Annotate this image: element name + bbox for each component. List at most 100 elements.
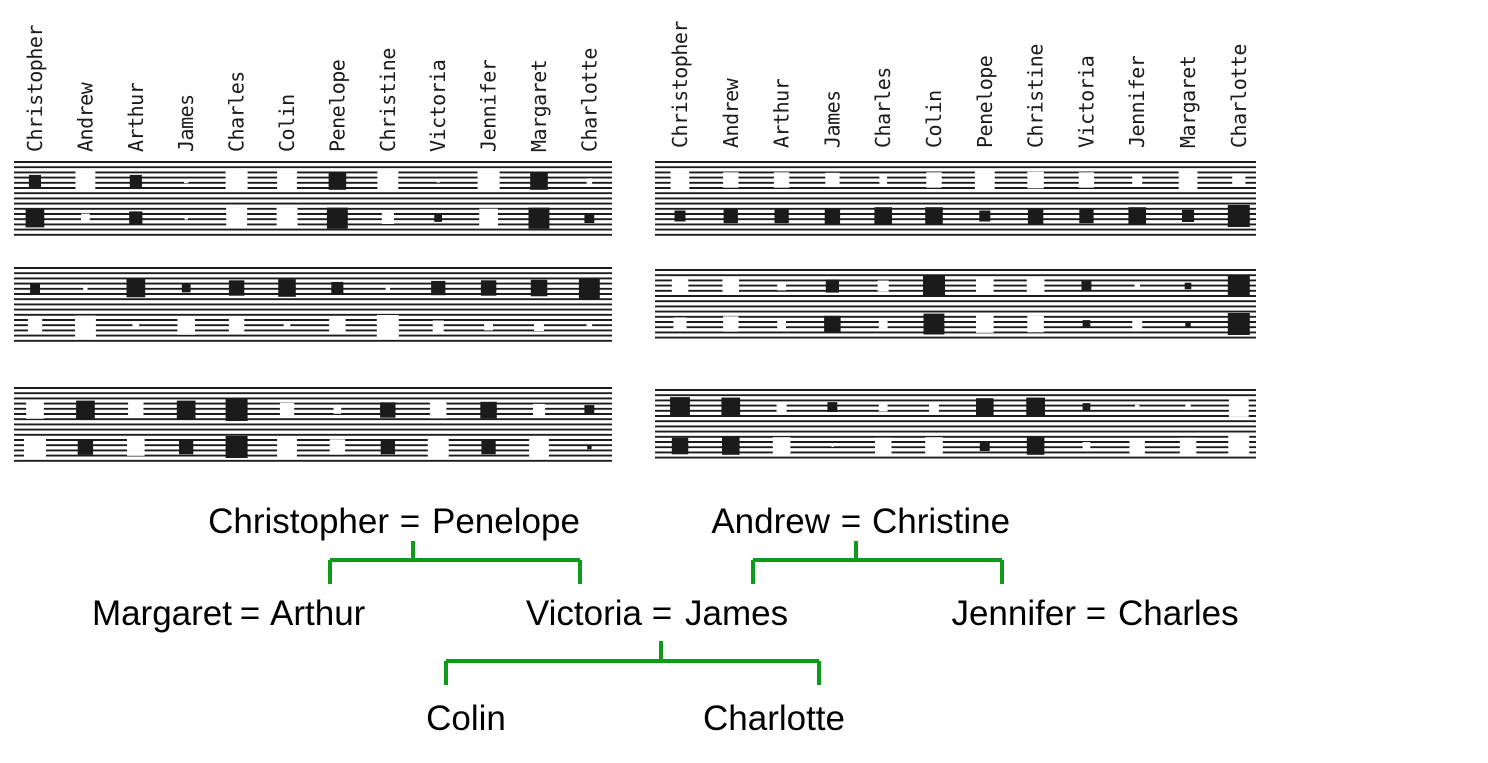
- unit-square-negative: [76, 400, 95, 420]
- unit-square-positive: [228, 318, 245, 334]
- unit-square-negative: [25, 208, 45, 228]
- unit-square-negative: [584, 213, 595, 223]
- unit-square-positive: [429, 401, 447, 419]
- unit-square-positive: [1178, 170, 1198, 190]
- unit-square-negative: [824, 208, 841, 224]
- unit-square-positive: [436, 179, 440, 183]
- unit-square-positive: [333, 406, 342, 414]
- column-label: Christopher: [23, 25, 47, 152]
- unit-square-negative: [1182, 209, 1195, 222]
- unit-square-positive: [1228, 435, 1250, 457]
- column-label: Christopher: [668, 21, 692, 148]
- unit-square-positive: [432, 320, 444, 332]
- unit-square-positive: [1132, 175, 1143, 185]
- unit-square-positive: [1179, 437, 1197, 455]
- column-label: Victoria: [1074, 56, 1098, 148]
- tree-connector-victoria-james: [444, 641, 821, 685]
- person-charles: Charles: [1118, 594, 1239, 633]
- person-penelope: Penelope: [432, 502, 580, 541]
- person-victoria: Victoria: [526, 594, 643, 633]
- unit-square-positive: [878, 319, 888, 329]
- person-arthur: Arthur: [270, 594, 366, 633]
- column-label: Penelope: [973, 56, 997, 148]
- unit-square-positive: [825, 172, 840, 188]
- unit-square-positive: [329, 317, 346, 335]
- unit-group: [14, 387, 612, 462]
- unit-square-negative: [1185, 321, 1191, 327]
- unit-group: [655, 161, 1256, 236]
- unit-square-negative: [326, 207, 348, 229]
- unit-square-positive: [1228, 397, 1249, 417]
- unit-square-negative: [674, 210, 686, 222]
- column-label: Andrew: [719, 77, 743, 148]
- unit-square-positive: [773, 172, 790, 188]
- person-colin: Colin: [426, 699, 506, 738]
- unit-square-negative: [1079, 208, 1094, 224]
- unit-square-positive: [376, 315, 399, 337]
- unit-square-negative: [176, 400, 196, 420]
- unit-square-positive: [479, 208, 498, 228]
- unit-square-negative: [979, 441, 990, 451]
- unit-square-negative: [1026, 397, 1045, 417]
- unit-square-negative: [434, 214, 442, 222]
- unit-square-positive: [83, 285, 88, 291]
- unit-square-negative: [380, 439, 395, 455]
- unit-square-negative: [923, 313, 945, 335]
- unit-square-positive: [926, 172, 942, 188]
- unit-square-negative: [1026, 437, 1045, 455]
- unit-square-negative: [587, 444, 592, 450]
- unit-square-negative: [825, 279, 839, 293]
- unit-square-negative: [671, 437, 689, 455]
- unit-square-positive: [1135, 404, 1140, 410]
- unit-square-positive: [81, 213, 90, 223]
- unit-square-positive: [283, 322, 291, 330]
- unit-square-negative: [1082, 320, 1091, 328]
- column-label: Andrew: [73, 81, 97, 152]
- equals-sign: =: [240, 594, 260, 633]
- striped-band: [655, 269, 1256, 339]
- unit-square-negative: [481, 439, 496, 455]
- unit-square-positive: [132, 322, 140, 330]
- column-label: James: [174, 94, 198, 152]
- unit-square-positive: [381, 211, 394, 224]
- unit-square-positive: [976, 277, 994, 295]
- unit-square-positive: [128, 402, 144, 418]
- unit-square-negative: [1128, 207, 1146, 225]
- unit-group: [14, 267, 612, 342]
- unit-square-positive: [226, 207, 248, 229]
- unit-square-positive: [1132, 319, 1143, 329]
- unit-square-positive: [1185, 404, 1191, 410]
- unit-square-positive: [671, 277, 689, 295]
- unit-group: [655, 269, 1256, 339]
- striped-band: [655, 161, 1256, 236]
- unit-square-positive: [670, 170, 690, 190]
- unit-square-positive: [484, 321, 493, 331]
- column-label: Jennifer: [477, 59, 501, 152]
- unit-square-negative: [722, 437, 740, 455]
- column-label: Arthur: [124, 82, 148, 152]
- unit-square-negative: [228, 280, 245, 296]
- equals-sign: =: [400, 502, 420, 541]
- unit-square-positive: [925, 437, 943, 455]
- unit-square-positive: [385, 285, 390, 291]
- unit-square-negative: [328, 172, 347, 190]
- unit-square-positive: [586, 178, 593, 184]
- unit-square-negative: [824, 315, 841, 333]
- column-label: Arthur: [770, 78, 794, 148]
- unit-square-negative: [77, 439, 94, 455]
- column-label: Margaret: [1176, 56, 1200, 148]
- unit-square-negative: [129, 174, 142, 187]
- unit-square-positive: [877, 280, 889, 292]
- unit-square-negative: [979, 210, 991, 222]
- unit-square-negative: [431, 280, 446, 296]
- unit-square-positive: [974, 170, 995, 190]
- unit-square-positive: [976, 315, 994, 333]
- tree-connector-andrew-christine: [751, 541, 1004, 584]
- unit-square-positive: [1134, 283, 1140, 289]
- person-jennifer: Jennifer: [951, 594, 1076, 633]
- unit-square-positive: [1027, 171, 1044, 189]
- unit-square-positive: [277, 171, 297, 191]
- unit-square-negative: [670, 397, 690, 417]
- unit-square-positive: [277, 437, 297, 457]
